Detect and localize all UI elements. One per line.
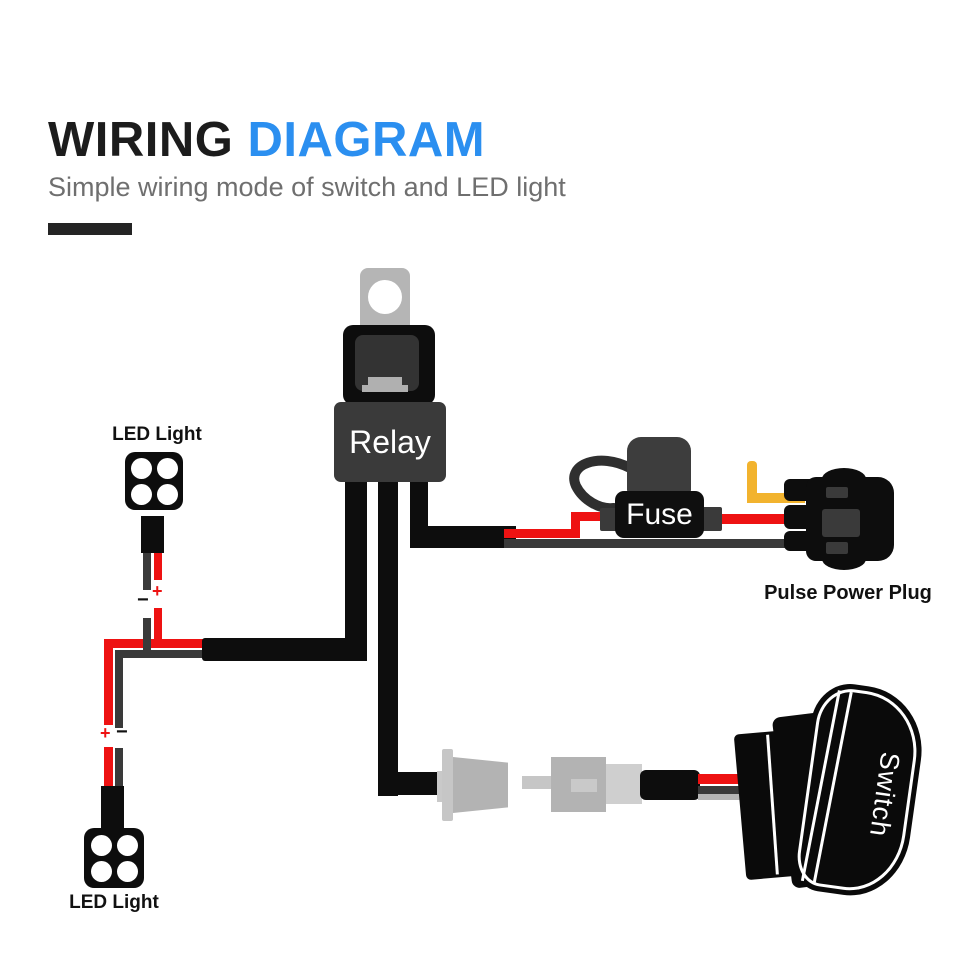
wire-relay-to-switch-horizontal <box>378 772 441 795</box>
fuse-label-box: Fuse <box>615 491 704 538</box>
switch-wire-gray <box>698 794 744 800</box>
led-top-connector <box>141 516 164 553</box>
wire-gray-to-led-bottom-lower <box>115 748 123 786</box>
led-bottom-label: LED Light <box>69 892 159 913</box>
wire-relay-to-leds-vertical <box>345 480 367 661</box>
wire-red-jog <box>571 512 580 538</box>
wire-harness-horizontal <box>202 638 367 661</box>
fuse-leash-icon <box>569 455 635 514</box>
led-bottom-connector <box>101 786 124 828</box>
plug-detail-top <box>826 487 848 498</box>
switch-wire-black <box>698 786 744 794</box>
page-title: WIRING DIAGRAM <box>48 112 485 168</box>
wire-yellow-vertical <box>747 461 757 503</box>
wire-red-to-led-bottom-lower <box>104 747 113 786</box>
led-bottom-polarity-plus: + <box>100 723 111 743</box>
plug-prong-middle <box>784 505 810 529</box>
fuse-label: Fuse <box>626 497 693 531</box>
relay-socket-tab-base <box>362 385 408 392</box>
wire-gray-junction-horizontal <box>115 650 210 658</box>
relay-label: Relay <box>349 423 431 460</box>
title-word-diagram: DIAGRAM <box>247 113 486 167</box>
plug-detail-middle <box>822 509 860 537</box>
wire-red-into-fuse <box>571 512 619 521</box>
led-lens-dot <box>130 483 152 505</box>
led-top-polarity-plus: + <box>152 581 163 601</box>
wire-red-before-fuse <box>504 529 580 538</box>
led-lens-dot <box>90 834 112 856</box>
led-lens-dot <box>90 860 112 882</box>
led-top-label: LED Light <box>112 424 202 445</box>
page-subtitle: Simple wiring mode of switch and LED lig… <box>48 172 566 202</box>
switch-rocker-outline <box>793 684 925 898</box>
led-top-light-icon <box>125 452 183 510</box>
wire-red-after-fuse <box>718 514 786 524</box>
led-top-wire-positive-lower <box>154 608 162 648</box>
led-top-wire-positive-upper <box>154 553 162 580</box>
led-top-wire-negative-upper <box>143 553 151 590</box>
fuse-holder-cap <box>627 437 691 495</box>
wire-red-to-led-bottom-upper <box>104 639 113 725</box>
female-connector-body <box>453 757 508 813</box>
male-connector-notch <box>571 779 597 792</box>
female-connector-plate <box>442 749 453 821</box>
led-top-polarity-minus: − <box>137 589 149 611</box>
plug-detail-bottom <box>826 542 848 554</box>
title-word-wiring: WIRING <box>48 113 234 167</box>
led-lens-dot <box>156 483 178 505</box>
plug-prong-bottom <box>784 531 810 551</box>
fuse-terminal-left <box>600 508 618 531</box>
plug-prong-top <box>784 479 810 501</box>
male-connector-prong <box>522 776 553 789</box>
led-top-wire-negative-lower <box>143 618 151 658</box>
switch-wire-red <box>698 774 744 784</box>
wire-yellow-horizontal <box>747 493 805 503</box>
title-underline-bar <box>48 223 132 235</box>
led-lens-dot <box>116 860 138 882</box>
fuse-terminal-right <box>701 507 722 531</box>
led-lens-dot <box>156 457 178 479</box>
led-lens-dot <box>130 457 152 479</box>
wire-red-junction-horizontal <box>104 639 210 648</box>
relay-label-box: Relay <box>334 402 446 482</box>
male-connector-body <box>551 757 606 812</box>
wire-relay-to-switch-vertical <box>378 480 398 796</box>
plug-label: Pulse Power Plug <box>764 582 932 604</box>
wire-ground-to-plug <box>504 539 792 548</box>
led-bottom-polarity-minus: − <box>116 721 128 743</box>
male-connector-rear-block <box>606 764 642 804</box>
wire-relay-to-fuse-horizontal <box>410 526 516 548</box>
female-connector-tab <box>437 771 444 802</box>
led-bottom-light-icon <box>84 828 144 888</box>
led-lens-dot <box>116 834 138 856</box>
switch-assembly: Switch <box>732 679 931 903</box>
wire-gray-to-led-bottom-upper <box>115 650 123 728</box>
relay-mounting-hole-icon <box>368 280 402 314</box>
relay-socket-tab <box>368 377 402 387</box>
switch-cable <box>640 770 700 800</box>
